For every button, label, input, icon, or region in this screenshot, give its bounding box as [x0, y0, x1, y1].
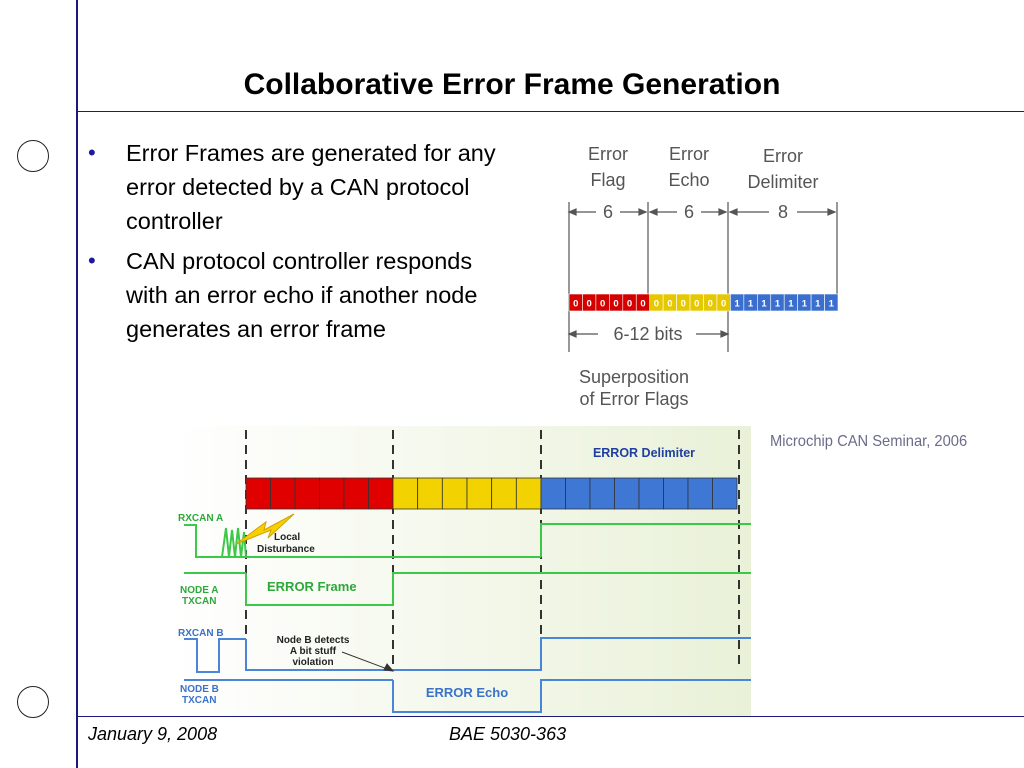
- lightning-bolt-icon: [235, 513, 295, 545]
- flag-label-line1: Error: [588, 144, 628, 164]
- caption-line1: Superposition: [579, 367, 689, 387]
- local-disturbance-line2: Disturbance: [257, 544, 315, 555]
- bar-cell-red: [343, 477, 369, 510]
- bar-cell-red: [270, 477, 296, 510]
- bit-cell-delim: [824, 293, 839, 312]
- node-b-detects-line3: violation: [292, 657, 333, 668]
- bar-cell-blue: [712, 477, 738, 510]
- bar-cell-blue: [663, 477, 689, 510]
- error-bar: [245, 477, 738, 510]
- bit-value: 0: [640, 299, 645, 310]
- node-a-label-line2: TXCAN: [182, 596, 216, 607]
- delim-label-line1: Error: [763, 146, 803, 166]
- binder-hole-bottom: [17, 686, 49, 718]
- bar-cell-red: [245, 477, 271, 510]
- bullet-list: • Error Frames are generated for any erro…: [86, 136, 496, 352]
- error-echo-label: ERROR Echo: [426, 685, 508, 700]
- echo-label-line1: Error: [669, 144, 709, 164]
- echo-label-line2: Echo: [668, 170, 709, 190]
- bar-cell-blue: [638, 477, 664, 510]
- bit-value: 0: [587, 299, 592, 310]
- bar-cell-yellow: [491, 477, 517, 510]
- node-a-label-line1: NODE A: [180, 585, 219, 596]
- echo-count: 6: [684, 202, 694, 222]
- rxcan-b-label: RXCAN B: [178, 628, 224, 639]
- delim-label-line2: Delimiter: [747, 172, 818, 192]
- bit-value: 0: [721, 299, 726, 310]
- bar-cell-yellow: [392, 477, 419, 510]
- caption-line2: of Error Flags: [579, 389, 688, 409]
- node-b-label-line2: TXCAN: [182, 695, 216, 706]
- bar-cell-blue: [540, 477, 566, 510]
- bit-value: 0: [627, 299, 632, 310]
- diagram-background: [550, 130, 850, 415]
- bit-value: 1: [802, 299, 808, 310]
- bit-value: 1: [815, 299, 821, 310]
- bit-value: 0: [613, 299, 618, 310]
- slide-title: Collaborative Error Frame Generation: [243, 68, 781, 101]
- node-b-detects-line1: Node B detects: [277, 635, 350, 646]
- bar-cell-blue: [614, 477, 640, 510]
- bit-value: 0: [681, 299, 686, 310]
- timing-background: [170, 426, 751, 716]
- bit-value: 0: [654, 299, 659, 310]
- bar-cell-red: [368, 477, 394, 510]
- bar-cell-blue: [565, 477, 591, 510]
- bit-value: 1: [829, 299, 835, 310]
- bullet-dot-icon: •: [88, 140, 96, 165]
- bar-cell-red: [319, 477, 345, 510]
- rxcan-a-label: RXCAN A: [178, 513, 223, 524]
- delim-count: 8: [778, 202, 788, 222]
- bullet-item: • Error Frames are generated for any erro…: [86, 136, 496, 238]
- bullet-dot-icon: •: [88, 248, 96, 273]
- rxcan-b-waveform: [184, 637, 751, 673]
- bullet-text: Error Frames are generated for any error…: [126, 140, 496, 234]
- bar-cell-yellow: [466, 477, 493, 510]
- node-b-waveform: [184, 679, 751, 713]
- bit-value: 0: [708, 299, 713, 310]
- flag-label-line2: Flag: [590, 170, 625, 190]
- bar-cell-yellow: [441, 477, 468, 510]
- error-frame-label: ERROR Frame: [267, 579, 357, 594]
- bit-value: 0: [667, 299, 672, 310]
- delimiter-header: ERROR Delimiter: [593, 446, 695, 460]
- bit-value: 1: [775, 299, 781, 310]
- flag-count: 6: [603, 202, 613, 222]
- bullet-item: • CAN protocol controller responds with a…: [86, 244, 496, 346]
- bit-value: 1: [734, 299, 740, 310]
- title-rule: [76, 111, 1024, 112]
- bit-value: 1: [748, 299, 754, 310]
- timing-diagram: ERROR Delimiter RXCAN A NODE A TXCAN RXC…: [170, 426, 751, 716]
- bit-value: 1: [761, 299, 767, 310]
- left-margin-rule: [76, 0, 78, 768]
- bit-value: 0: [694, 299, 699, 310]
- range-label: 6-12 bits: [613, 324, 682, 344]
- bar-cell-yellow: [515, 477, 542, 510]
- bullet-text: CAN protocol controller responds with an…: [126, 248, 478, 342]
- error-flag-diagram: Error Flag Error Echo Error Delimiter 6 …: [550, 130, 850, 415]
- local-disturbance-line1: Local: [274, 532, 300, 543]
- binder-hole-top: [17, 140, 49, 172]
- bar-cell-blue: [589, 477, 615, 510]
- bar-cell-yellow: [417, 477, 443, 510]
- source-credit: Microchip CAN Seminar, 2006: [770, 433, 968, 450]
- bar-cell-blue: [687, 477, 713, 510]
- bit-value: 0: [600, 299, 605, 310]
- footer-course: BAE 5030-363: [449, 724, 567, 744]
- node-b-label-line1: NODE B: [180, 684, 219, 695]
- node-b-detects-line2: A bit stuff: [290, 646, 337, 657]
- footer-rule: [76, 716, 1024, 717]
- bar-cell-red: [294, 477, 320, 510]
- bit-value: 1: [788, 299, 794, 310]
- footer-date: January 9, 2008: [88, 724, 218, 744]
- node-a-waveform: [184, 572, 751, 606]
- bit-value: 0: [573, 299, 578, 310]
